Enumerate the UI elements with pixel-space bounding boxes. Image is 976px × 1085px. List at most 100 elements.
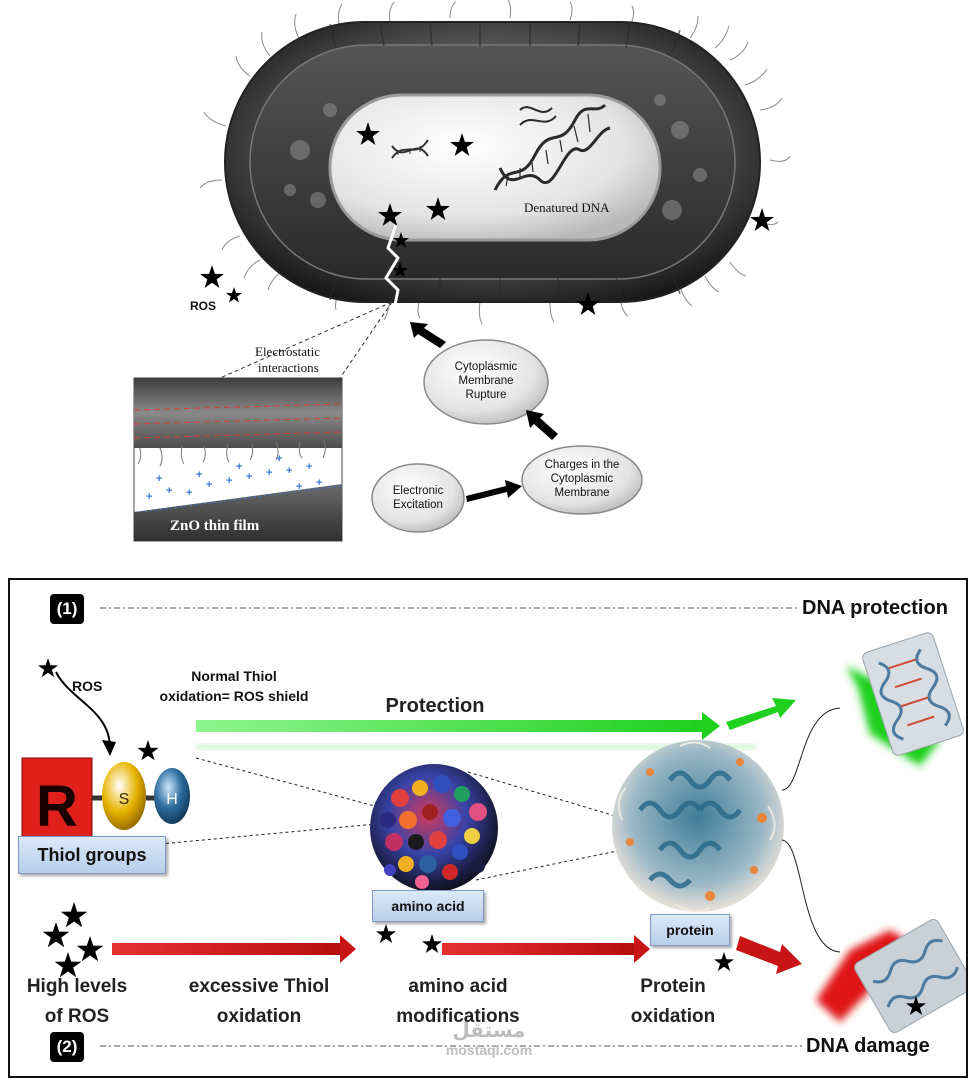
dna-protection-heading: DNA protection xyxy=(802,597,948,619)
svg-text:+: + xyxy=(266,467,272,479)
zno-film-label: ZnO thin film xyxy=(170,518,260,534)
cytoplasm-granules xyxy=(284,94,707,220)
high-ros-line1: High levels xyxy=(26,976,128,997)
ros-label: ROS xyxy=(190,299,216,313)
dna-protection-arrow xyxy=(726,698,796,730)
ros-stars-cell xyxy=(200,122,774,315)
excessive-oxidation-arrow-head xyxy=(340,935,356,963)
cell-wall-segments xyxy=(329,21,681,303)
charges-label-1: Charges in the xyxy=(545,459,620,471)
ros-star xyxy=(60,902,88,928)
protein-oxidation-line2: oxidation xyxy=(630,1006,716,1027)
protection-arrow-head xyxy=(702,712,720,740)
charges-label-2: Cytoplasmic xyxy=(551,473,614,485)
dna-damaged xyxy=(816,919,966,1033)
svg-text:+: + xyxy=(206,479,212,491)
dna-damage-arrow xyxy=(736,936,802,974)
ros-star xyxy=(450,133,474,156)
arrow-charges-to-rupture xyxy=(526,410,558,440)
normal-thiol-line1: Normal Thiol xyxy=(191,668,277,684)
svg-text:+: + xyxy=(236,461,242,473)
ros-star xyxy=(576,292,600,315)
svg-text:+: + xyxy=(286,465,292,477)
nucleoid-region xyxy=(328,93,662,242)
rupture-label-2: Membrane xyxy=(459,375,514,387)
step-1-badge: (1) xyxy=(50,594,84,624)
svg-text:+: + xyxy=(156,473,162,485)
excitation-label-2: Excitation xyxy=(393,499,443,511)
denatured-dna-helix xyxy=(493,103,611,191)
excitation-label-1: Electronic xyxy=(393,485,444,497)
step-2-badge: (2) xyxy=(50,1032,84,1062)
amino-acid-label: amino acid xyxy=(372,890,484,922)
zoom-line-right xyxy=(339,301,393,379)
excessive-oxidation-line1: excessive Thiol xyxy=(188,976,330,997)
protein-oxidation-line1: Protein xyxy=(640,976,706,997)
molecule-connectors xyxy=(159,757,623,881)
electrostatic-label-line2: interactions xyxy=(258,360,319,375)
svg-text:+: + xyxy=(296,481,302,493)
thiol-r-label: R xyxy=(36,774,78,839)
small-dna-fragment xyxy=(391,139,429,159)
thiol-h-atom xyxy=(154,768,190,824)
excessive-oxidation-arrow-body xyxy=(112,943,342,955)
ros-attack-arrow xyxy=(55,671,111,749)
arrow-rupture-to-membrane xyxy=(410,322,446,348)
denatured-dna-label: Denatured DNA xyxy=(524,200,610,215)
ros-star xyxy=(906,996,926,1015)
high-ros-stars xyxy=(42,902,104,978)
high-ros-line2: of ROS xyxy=(44,1006,110,1027)
zoom-line-left xyxy=(219,301,393,379)
ros-star xyxy=(54,952,82,978)
zno-film-inset: +++ +++ +++ ++++ ++ xyxy=(133,377,343,542)
dna-protected xyxy=(846,632,964,766)
electronic-excitation-node xyxy=(371,463,465,533)
ros-arrow-head xyxy=(102,740,116,756)
membrane-crack xyxy=(384,224,400,311)
ros-star xyxy=(38,658,58,677)
ros-star xyxy=(393,232,409,248)
ros-star xyxy=(750,208,774,231)
thiol-s-label: S xyxy=(119,791,130,808)
electrostatic-label-line1: Electrostatic xyxy=(255,344,320,359)
svg-text:+: + xyxy=(316,477,322,489)
svg-text:+: + xyxy=(146,491,152,503)
thiol-r-block xyxy=(21,757,93,839)
excessive-oxidation-line2: oxidation xyxy=(216,1006,302,1027)
amino-modifications-line2: modifications xyxy=(396,1006,520,1027)
ros-star xyxy=(378,203,402,226)
svg-text:+: + xyxy=(186,487,192,499)
ros-star xyxy=(714,952,734,971)
ros-star xyxy=(76,936,104,962)
amino-modifications-line1: amino acid xyxy=(408,976,508,997)
process-flow xyxy=(371,322,643,533)
svg-text:+: + xyxy=(276,453,282,465)
dna-bracket-curves xyxy=(781,707,841,953)
rupture-label-3: Rupture xyxy=(466,389,507,401)
ros-star xyxy=(200,265,224,288)
dna-damage-heading: DNA damage xyxy=(806,1035,930,1057)
ros-star xyxy=(137,740,159,761)
ros-star xyxy=(422,934,442,953)
thiol-molecule xyxy=(21,757,190,839)
protein-structure xyxy=(612,740,784,913)
thiol-oxidation-diagram: R S H xyxy=(21,607,966,1047)
modification-arrow-body xyxy=(442,943,636,955)
protection-label: Protection xyxy=(385,695,485,717)
charges-label-3: Membrane xyxy=(555,487,610,499)
ros-star xyxy=(42,922,70,948)
svg-text:+: + xyxy=(246,471,252,483)
watermark: mostaql.com xyxy=(445,1042,533,1058)
bacteria-illustration-panel: Denatured DNA ROS Electrostatic interact… xyxy=(133,0,791,542)
svg-text:+: + xyxy=(306,461,312,473)
amino-acid-cluster xyxy=(370,764,498,892)
modification-arrow-head xyxy=(634,935,650,963)
positive-charges: +++ +++ +++ ++++ ++ xyxy=(146,453,322,503)
ros-star xyxy=(226,287,242,303)
ros-star xyxy=(392,262,408,278)
svg-text:+: + xyxy=(166,485,172,497)
thiol-h-label: H xyxy=(166,791,178,808)
watermark-arabic: مستقل xyxy=(452,1020,526,1042)
ros-label: ROS xyxy=(72,678,103,694)
arrow-excitation-to-charges xyxy=(466,480,522,502)
